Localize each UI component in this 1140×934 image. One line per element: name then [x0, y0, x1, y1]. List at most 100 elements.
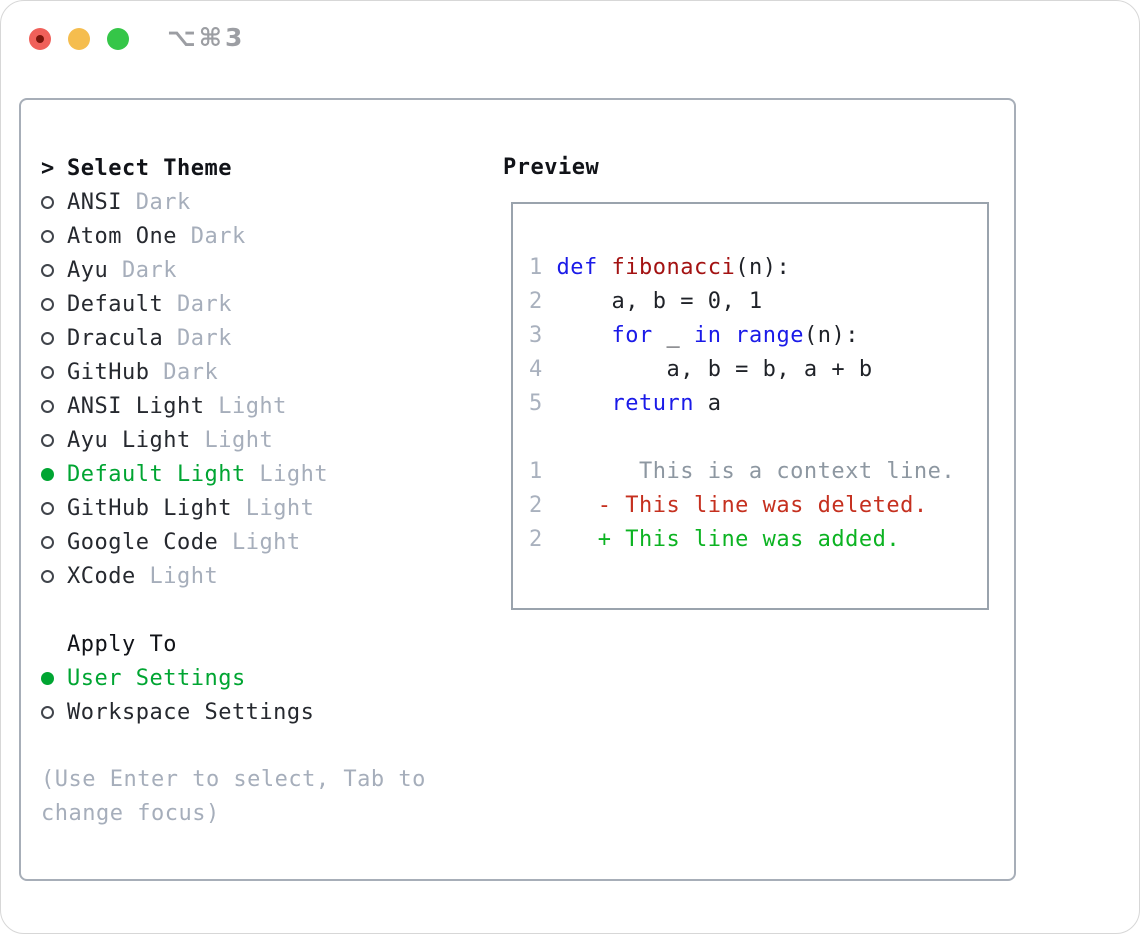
radio-icon — [41, 569, 67, 583]
line-number: 3 — [529, 323, 557, 348]
radio-icon — [41, 365, 67, 379]
code-line: 1 This is a context line. — [529, 455, 987, 489]
code-line: 3 for _ in range(n): — [529, 319, 987, 353]
option-variant-label: Light — [135, 563, 219, 589]
theme-option[interactable]: Default Light Light — [41, 457, 328, 491]
code-token: fibonacci — [611, 255, 736, 280]
option-variant-label: Light — [231, 495, 315, 521]
code-token — [557, 323, 612, 348]
code-token: + This line was added. — [556, 527, 901, 552]
theme-option[interactable]: GitHub Light Light — [41, 491, 328, 525]
theme-option[interactable]: Google Code Light — [41, 525, 328, 559]
option-variant-label: Light — [204, 393, 287, 419]
line-number: 1 — [529, 459, 557, 484]
radio-icon — [41, 433, 67, 447]
apply-to-option[interactable]: Workspace Settings — [41, 695, 314, 729]
radio-icon — [41, 705, 67, 719]
radio-icon — [41, 399, 67, 413]
option-variant-label: Dark — [176, 223, 246, 249]
code-token — [721, 323, 735, 348]
radio-icon — [41, 501, 67, 515]
code-line: 2 - This line was deleted. — [529, 489, 987, 523]
option-variant-label: Dark — [108, 257, 177, 283]
theme-option[interactable]: Ayu Dark — [41, 253, 328, 287]
help-line: change focus) — [41, 801, 220, 826]
code-token: return — [611, 391, 694, 416]
code-token: range — [735, 323, 804, 348]
code-token: in — [693, 323, 722, 348]
radio-icon — [41, 535, 67, 549]
radio-selected-icon — [41, 467, 67, 481]
option-label: GitHub Light — [67, 495, 232, 521]
theme-list-title: Select Theme — [67, 155, 232, 181]
radio-icon — [41, 331, 67, 345]
theme-option[interactable]: GitHub Dark — [41, 355, 328, 389]
option-variant-label: Light — [218, 529, 301, 555]
option-label: ANSI — [67, 189, 122, 215]
option-label: Ayu — [67, 257, 109, 283]
keyboard-shortcut-label: ⌥⌘3 — [167, 23, 246, 52]
line-number: 2 — [529, 493, 557, 518]
option-label: User Settings — [67, 665, 246, 691]
radio-selected-icon — [41, 671, 67, 685]
selection-caret-icon: > — [41, 155, 55, 181]
close-dot-icon — [36, 35, 44, 43]
theme-option[interactable]: XCode Light — [41, 559, 328, 593]
radio-icon — [41, 263, 67, 277]
preview-title: Preview — [503, 155, 600, 180]
apply-to-option[interactable]: User Settings — [41, 661, 314, 695]
theme-option[interactable]: Ayu Light Light — [41, 423, 328, 457]
code-line: 2 a, b = 0, 1 — [529, 285, 987, 319]
line-number: 5 — [529, 391, 557, 416]
code-token: - This line was deleted. — [556, 493, 928, 518]
code-token: a — [693, 391, 722, 416]
code-token: for — [611, 323, 653, 348]
option-variant-label: Dark — [121, 189, 191, 215]
line-number: 1 — [529, 255, 557, 280]
theme-option[interactable]: ANSI Dark — [41, 185, 328, 219]
code-token: a, b = 0, 1 — [556, 289, 763, 314]
code-token: a, b = b, a + b — [556, 357, 873, 382]
minimize-button[interactable] — [68, 28, 90, 50]
theme-option[interactable]: Dracula Dark — [41, 321, 328, 355]
line-number: 2 — [529, 527, 557, 552]
option-variant-label: Light — [190, 427, 274, 453]
apply-to-title: Apply To — [67, 631, 177, 657]
apply-to-header: Apply To — [41, 627, 314, 661]
option-label: ANSI Light — [67, 393, 205, 419]
option-label: Google Code — [67, 529, 219, 555]
theme-option[interactable]: Atom One Dark — [41, 219, 328, 253]
code-token: This is a context line. — [556, 459, 956, 484]
code-token: def — [556, 255, 612, 280]
option-variant-label: Dark — [163, 291, 232, 317]
help-text: (Use Enter to select, Tab to change focus… — [41, 763, 426, 831]
code-token: (n): — [803, 323, 859, 348]
option-label: Dracula — [67, 325, 164, 351]
option-label: Default — [67, 291, 164, 317]
zoom-button[interactable] — [107, 28, 129, 50]
option-label: Atom One — [67, 223, 177, 249]
option-variant-label: Dark — [149, 359, 219, 385]
radio-icon — [41, 195, 67, 209]
theme-option[interactable]: ANSI Light Light — [41, 389, 328, 423]
code-line: 1 def fibonacci(n): — [529, 251, 987, 285]
code-token: (n): — [735, 255, 791, 280]
line-number: 4 — [529, 357, 557, 382]
option-label: XCode — [67, 563, 136, 589]
code-line: 5 return a — [529, 387, 987, 421]
option-label: Workspace Settings — [67, 699, 315, 725]
option-label: Ayu Light — [67, 427, 191, 453]
theme-list-header: > Select Theme — [41, 151, 328, 185]
line-number: 2 — [529, 289, 557, 314]
option-variant-label: Dark — [163, 325, 232, 351]
code-token — [557, 391, 612, 416]
code-line: 4 a, b = b, a + b — [529, 353, 987, 387]
close-button[interactable] — [29, 28, 51, 50]
help-line: (Use Enter to select, Tab to — [41, 767, 426, 792]
code-line: 2 + This line was added. — [529, 523, 987, 557]
theme-option[interactable]: Default Dark — [41, 287, 328, 321]
